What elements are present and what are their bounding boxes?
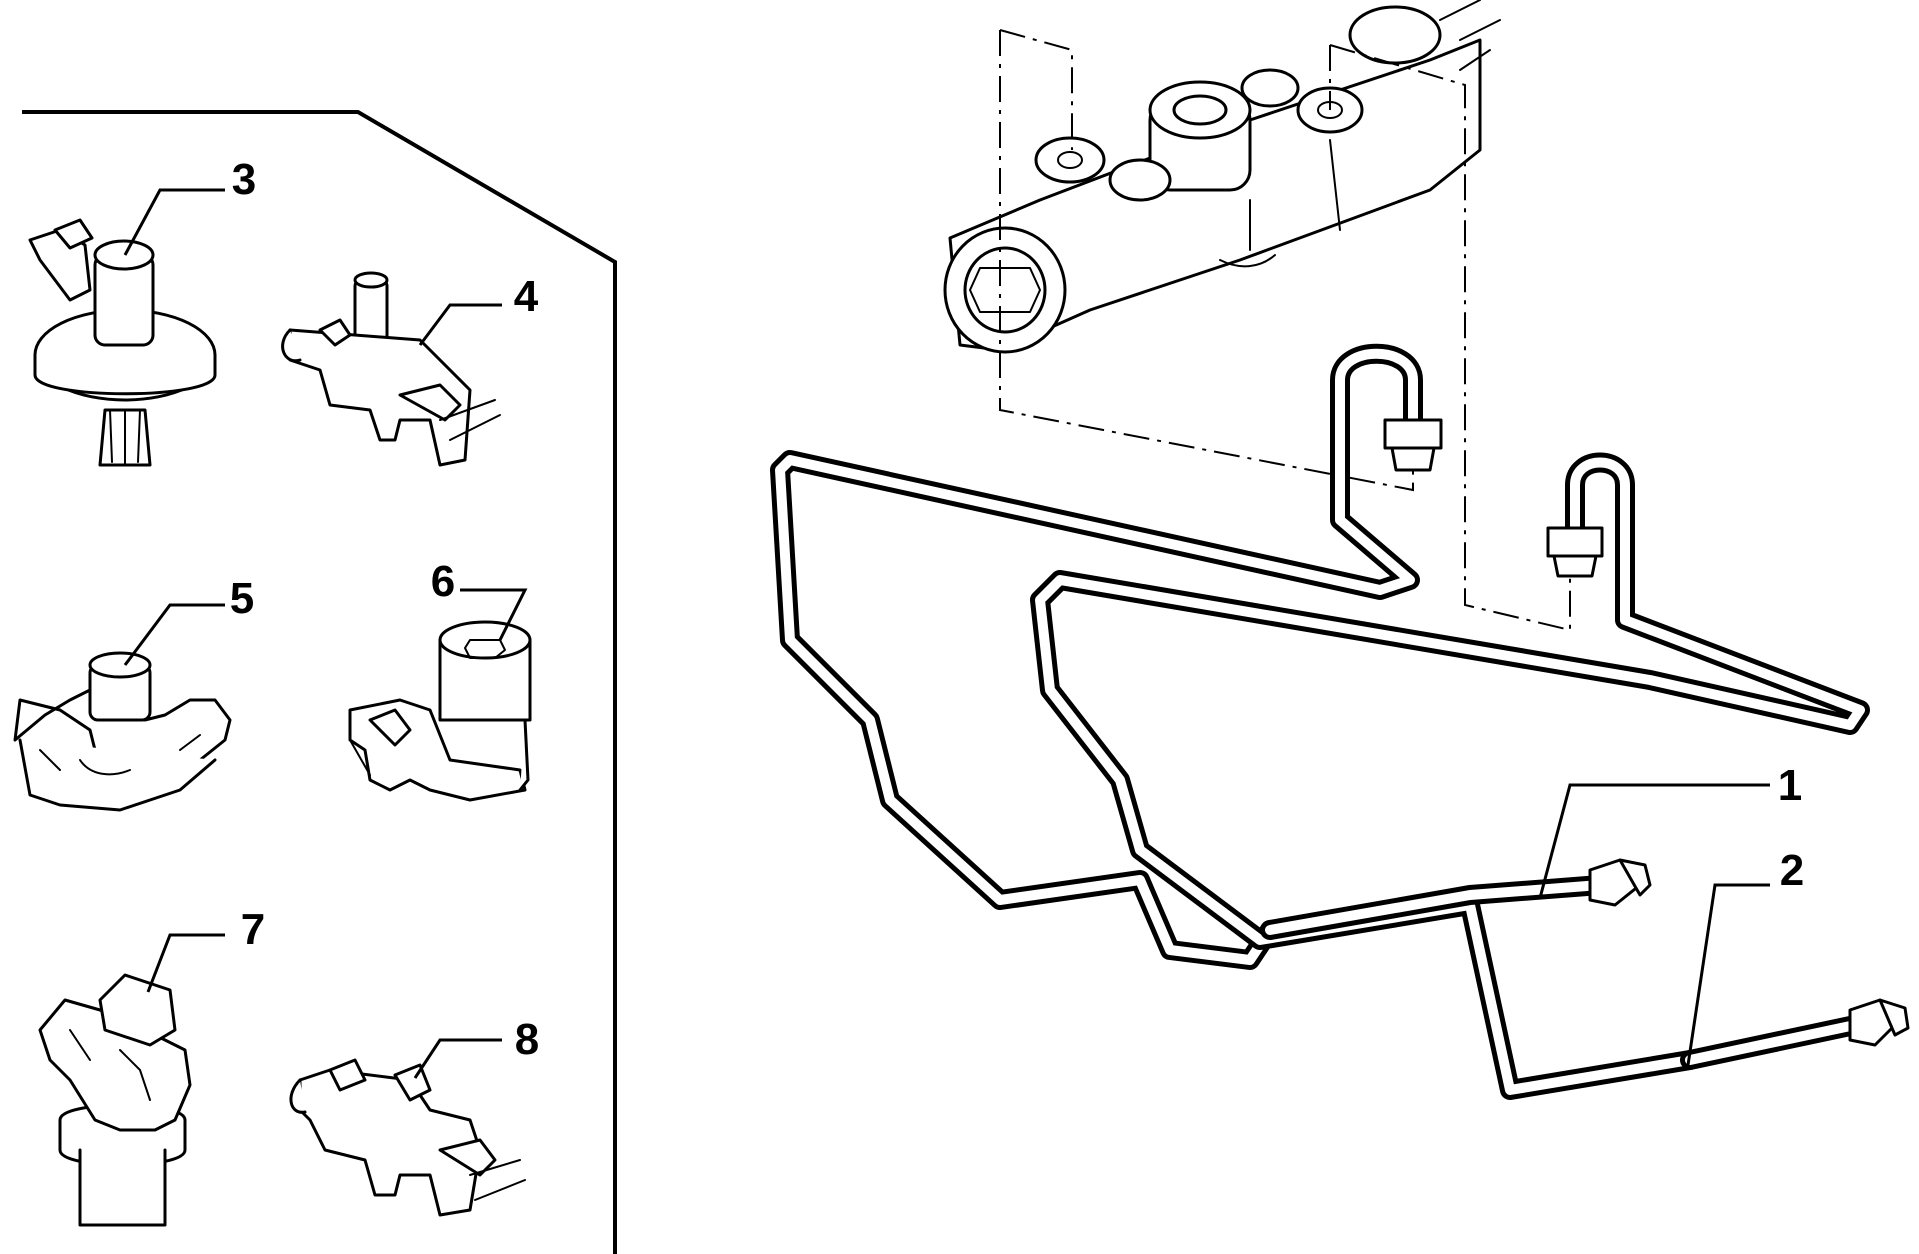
brake-pipes [770,343,1910,1100]
pipe-fitting-end-2 [1848,998,1910,1047]
callout-2: 2 [1780,846,1804,895]
clip-part-8 [289,1058,526,1217]
clip-panel-frame [22,110,617,1254]
clip-part-4 [281,271,501,467]
callout-1: 1 [1778,761,1802,810]
callout-4: 4 [514,272,539,321]
leader-3 [123,188,225,256]
leader-4 [418,303,502,346]
clip-part-7 [38,973,192,1227]
callout-8: 8 [515,1015,539,1064]
master-cylinder [943,0,1501,354]
callout-6: 6 [431,557,455,606]
leader-7 [146,933,225,993]
pipe-fitting-end-1 [1588,858,1652,907]
clip-part-3 [28,218,217,467]
pipe-fitting-upper-left [1383,418,1443,472]
pipe-fitting-upper-right [1546,526,1604,578]
leader-2 [1686,883,1770,1066]
clip-part-6 [348,620,532,802]
leader-8 [413,1038,502,1079]
leader-5 [123,603,225,666]
callout-7: 7 [241,905,265,954]
clip-part-5 [13,651,232,812]
callout-numbers: 1 2 3 4 5 6 7 8 [230,155,1804,1064]
callout-5: 5 [230,574,254,623]
callout-3: 3 [232,155,256,204]
leader-6 [460,588,528,641]
leader-lines [123,188,1770,1079]
leader-1 [1538,783,1770,899]
